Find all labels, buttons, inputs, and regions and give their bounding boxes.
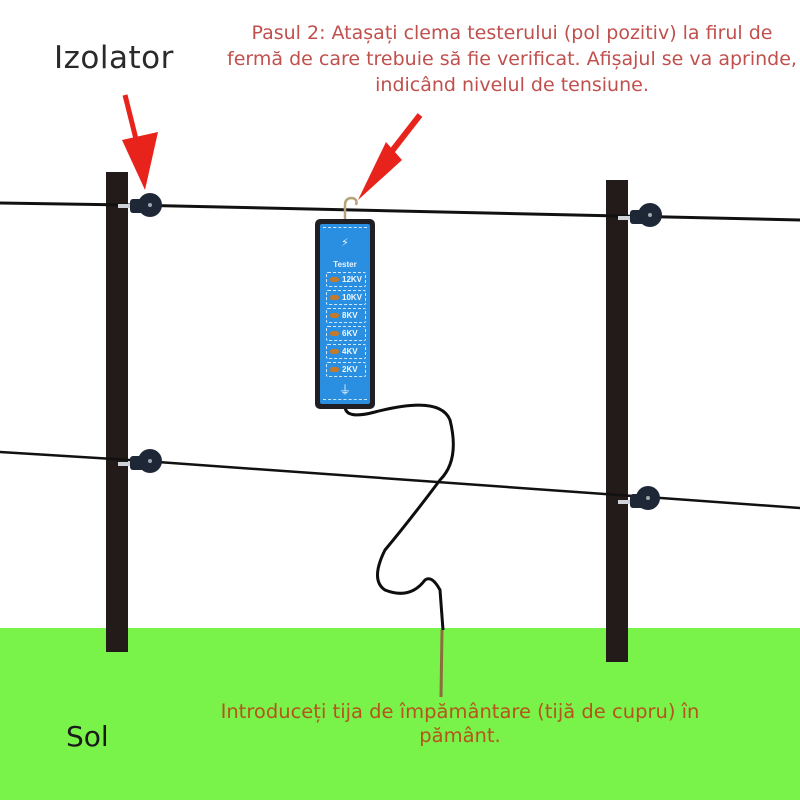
right-fence-post	[606, 180, 628, 662]
led-indicator-6kv: 6KV	[326, 326, 366, 341]
led-icon	[330, 295, 339, 300]
led-icon	[330, 331, 339, 336]
led-indicator-12kv: 12KV	[326, 272, 366, 287]
insulator-icon	[118, 193, 162, 217]
ground-area	[0, 628, 800, 800]
insulator-icon	[618, 486, 660, 510]
decorative-line	[323, 399, 367, 401]
ground-label: Sol	[66, 720, 109, 753]
ground-rod	[439, 629, 444, 698]
led-icon	[330, 367, 339, 372]
arrow-to-clip-icon	[358, 113, 423, 200]
led-icon	[330, 313, 339, 318]
ground-symbol-icon: ⏚	[338, 383, 351, 397]
lightning-bolt-icon: ⚡	[341, 236, 349, 249]
left-fence-post	[106, 172, 128, 652]
insulator-icon	[618, 203, 662, 227]
led-icon	[330, 277, 339, 282]
led-indicator-8kv: 8KV	[326, 308, 366, 323]
voltage-tester: ⚡ Tester 12KV 10KV 8KV 6KV 4KV 2KV ⏚	[315, 219, 375, 409]
tester-face: ⚡ Tester 12KV 10KV 8KV 6KV 4KV 2KV ⏚	[320, 224, 370, 404]
insulator-label: Izolator	[54, 40, 174, 76]
led-indicator-10kv: 10KV	[326, 290, 366, 305]
step2-instruction: Pasul 2: Atașați clema testerului (pol p…	[227, 22, 797, 96]
tester-clip-hook	[343, 196, 358, 221]
tester-title: Tester	[333, 260, 357, 269]
led-indicator-4kv: 4KV	[326, 344, 366, 359]
led-indicator-2kv: 2KV	[326, 362, 366, 377]
insulator-icon	[118, 449, 162, 473]
arrow-to-insulator-icon	[122, 94, 158, 190]
ground-rod-instruction: Introduceți tija de împământare (tijă de…	[220, 700, 700, 747]
tester-ground-cable	[343, 403, 455, 631]
led-icon	[330, 349, 339, 354]
decorative-line	[323, 227, 367, 229]
